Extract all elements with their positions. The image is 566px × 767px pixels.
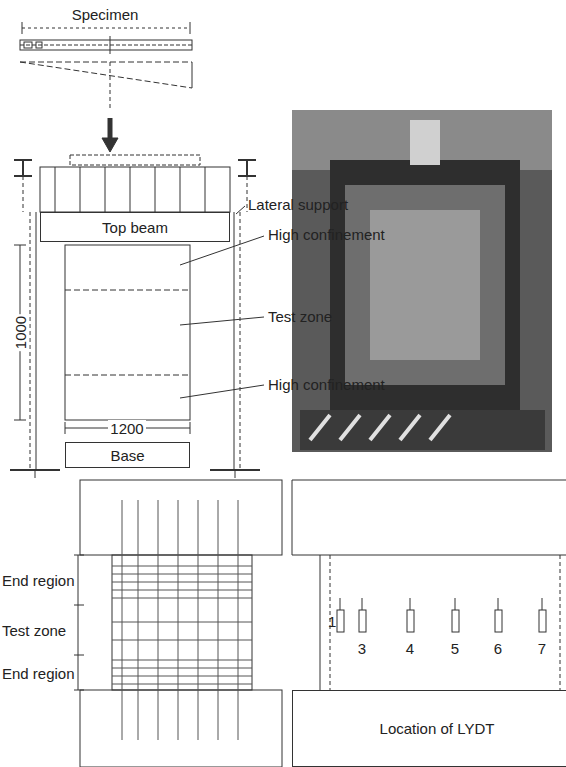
zone-label: End region [2,665,75,682]
callout-number: 1 [328,613,336,630]
node-label: Top beam [102,219,168,236]
callout-number: 5 [451,640,459,657]
callout-number: 7 [538,640,546,657]
zone-label: Test zone [268,308,332,325]
top-beam: Top beam [40,212,230,242]
caption-label: Specimen [72,6,139,23]
node-label: Base [110,447,144,464]
node-label: Location of LYDT [380,720,495,737]
base-block: Location of LYDT [292,690,566,767]
zone-label: End region [2,572,75,589]
dimension: 1000 [12,314,29,351]
callout-number: 3 [358,640,366,657]
callout-number: 6 [494,640,502,657]
callout-number: 4 [406,640,414,657]
zone-label: High confinement [268,226,385,243]
dimension: 1200 [108,420,145,437]
part-label: Lateral support [248,196,348,213]
zone-label: Test zone [2,622,66,639]
zone-label: High confinement [268,376,385,393]
base-block: Base [65,442,190,468]
